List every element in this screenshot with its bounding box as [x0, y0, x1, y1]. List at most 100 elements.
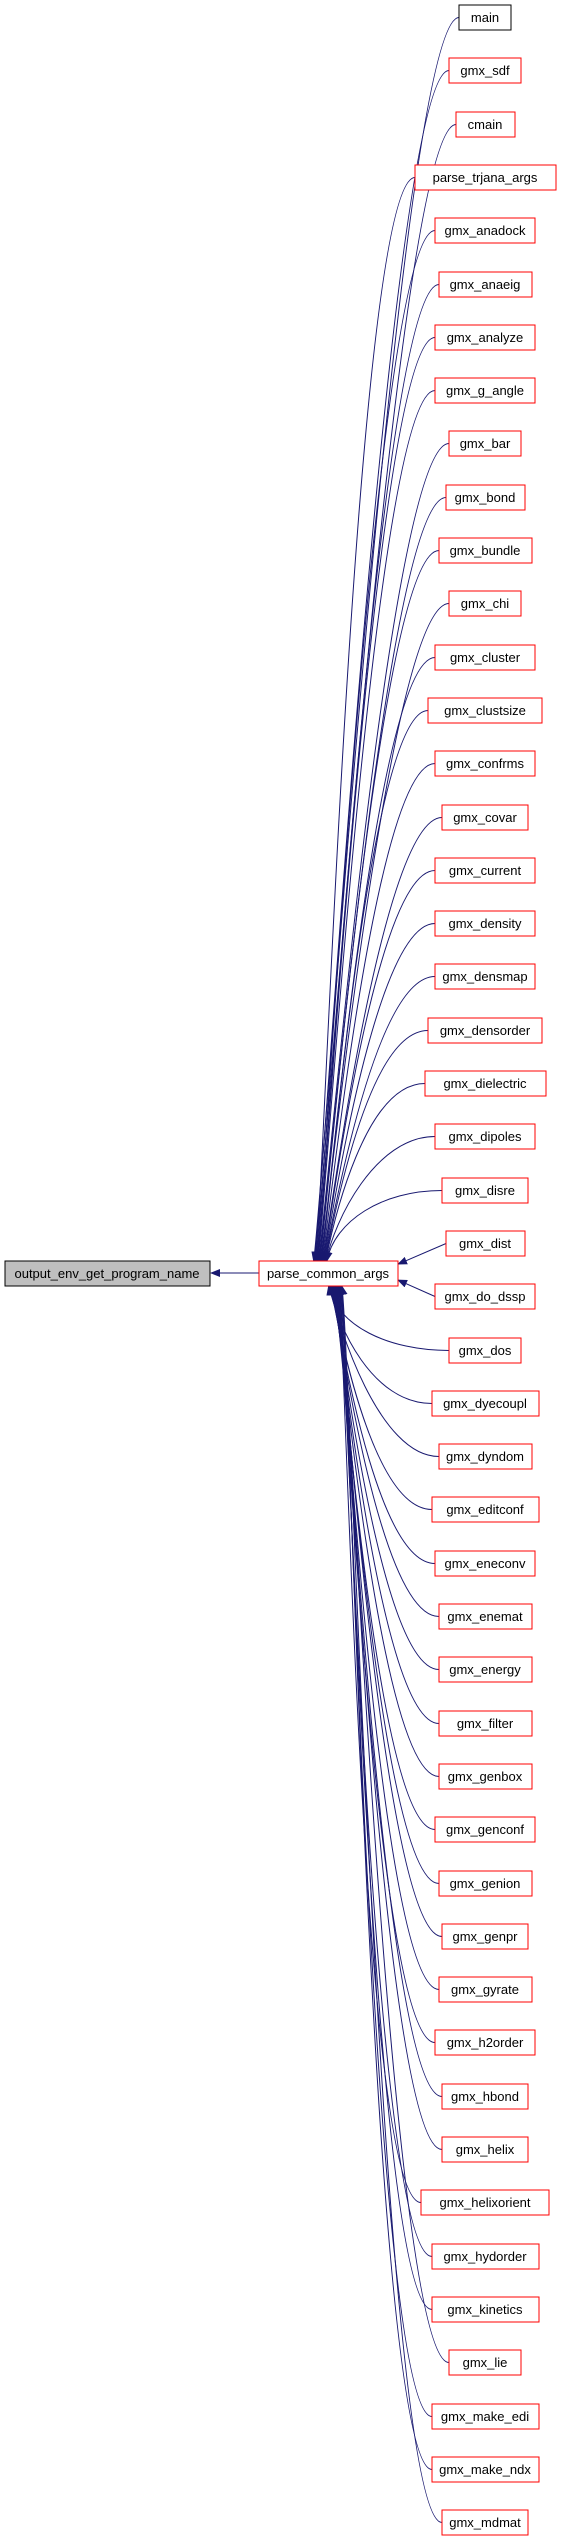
caller-node[interactable]: gmx_kinetics [431, 2296, 540, 2323]
caller-node-label: gmx_lie [463, 2355, 508, 2370]
caller-node-label: gmx_analyze [447, 330, 524, 345]
root-node-label: output_env_get_program_name [14, 1266, 199, 1281]
caller-node-box [448, 2349, 522, 2376]
caller-node[interactable]: gmx_energy [438, 1656, 533, 1683]
caller-node-box [427, 1017, 543, 1044]
caller-node[interactable]: gmx_dist [445, 1230, 526, 1257]
caller-node[interactable]: gmx_dyndom [438, 1443, 533, 1470]
caller-node[interactable]: parse_trjana_args [414, 164, 557, 191]
caller-node-box [420, 2189, 550, 2216]
caller-node[interactable]: gmx_hbond [441, 2083, 529, 2110]
caller-node-label: gmx_anadock [445, 223, 526, 238]
caller-node[interactable]: gmx_eneconv [434, 1550, 536, 1577]
caller-node[interactable]: gmx_sdf [448, 57, 522, 84]
caller-node[interactable]: gmx_mdmat [441, 2509, 529, 2536]
call-edge [337, 1285, 433, 2310]
caller-node-label: gmx_enemat [447, 1609, 523, 1624]
caller-node-label: gmx_helixorient [439, 2195, 530, 2210]
caller-node-label: gmx_genconf [446, 1822, 524, 1837]
caller-node[interactable]: cmain [455, 111, 516, 138]
caller-node[interactable]: gmx_genbox [438, 1763, 533, 1790]
caller-node-label: gmx_bond [455, 490, 516, 505]
caller-node[interactable]: gmx_gyrate [438, 1976, 533, 2003]
caller-node[interactable]: gmx_make_edi [431, 2403, 540, 2430]
caller-node-box [438, 1710, 533, 1737]
caller-node-label: gmx_genion [450, 1876, 521, 1891]
caller-node[interactable]: gmx_hydorder [431, 2243, 540, 2270]
call-edge [333, 1285, 443, 1937]
caller-node-label: main [471, 10, 499, 25]
caller-node-box [431, 1390, 540, 1417]
caller-node[interactable]: gmx_bar [448, 430, 522, 457]
caller-node[interactable]: gmx_disre [441, 1177, 529, 1204]
caller-node-box [424, 1070, 547, 1097]
caller-node[interactable]: gmx_do_dssp [434, 1283, 536, 1310]
caller-node[interactable]: gmx_bundle [438, 537, 533, 564]
call-edges [210, 17, 460, 2523]
call-edge [339, 1285, 443, 2523]
caller-node[interactable]: gmx_clustsize [427, 697, 543, 724]
caller-node[interactable]: gmx_enemat [438, 1603, 533, 1630]
caller-node[interactable]: gmx_anadock [434, 217, 536, 244]
caller-node-label: gmx_make_ndx [439, 2462, 531, 2477]
caller-node-box [438, 1603, 533, 1630]
caller-node[interactable]: gmx_anaeig [438, 271, 533, 298]
caller-node[interactable]: gmx_genconf [434, 1816, 536, 1843]
caller-node[interactable]: gmx_densmap [434, 963, 536, 990]
caller-node[interactable]: gmx_covar [441, 804, 529, 831]
caller-node-label: gmx_eneconv [445, 1556, 526, 1571]
caller-node-box [434, 910, 536, 937]
caller-node[interactable]: gmx_genpr [441, 1923, 529, 1950]
call-edge [319, 710, 429, 1262]
caller-node[interactable]: gmx_current [434, 857, 536, 884]
caller-node-box [441, 1177, 529, 1204]
caller-node[interactable]: gmx_editconf [431, 1496, 540, 1523]
caller-node-box [438, 271, 533, 298]
hub-node[interactable]: parse_common_args [258, 1260, 399, 1287]
call-edge [315, 337, 436, 1262]
caller-node-label: gmx_make_edi [441, 2409, 529, 2424]
caller-node[interactable]: main [458, 4, 512, 31]
caller-node-box [438, 1656, 533, 1683]
caller-node[interactable]: gmx_confrms [434, 750, 536, 777]
call-edge [397, 1279, 436, 1297]
caller-node-box [448, 430, 522, 457]
caller-node[interactable]: gmx_dielectric [424, 1070, 547, 1097]
caller-node[interactable]: gmx_dipoles [434, 1123, 536, 1150]
caller-node[interactable]: gmx_lie [448, 2349, 522, 2376]
caller-node[interactable]: gmx_dos [448, 1337, 522, 1364]
caller-node[interactable]: gmx_g_angle [434, 377, 536, 404]
caller-node[interactable]: gmx_cluster [434, 644, 536, 671]
caller-node[interactable]: gmx_bond [445, 484, 526, 511]
root-node[interactable]: output_env_get_program_name [4, 1260, 211, 1287]
caller-node[interactable]: gmx_h2order [434, 2029, 536, 2056]
caller-node-box [434, 377, 536, 404]
caller-node[interactable]: gmx_densorder [427, 1017, 543, 1044]
caller-node[interactable]: gmx_filter [438, 1710, 533, 1737]
call-edge [323, 1083, 426, 1262]
call-edge [330, 1285, 440, 1670]
caller-node[interactable]: gmx_helixorient [420, 2189, 550, 2216]
caller-node[interactable]: gmx_helix [441, 2136, 529, 2163]
caller-node[interactable]: gmx_chi [448, 590, 522, 617]
caller-node-label: gmx_gyrate [451, 1982, 519, 1997]
hub-node-box [258, 1260, 399, 1287]
call-edge [317, 550, 440, 1262]
caller-node[interactable]: gmx_make_ndx [431, 2456, 540, 2483]
caller-node-label: gmx_dos [459, 1343, 512, 1358]
caller-node-box [434, 644, 536, 671]
caller-node-label: gmx_hbond [451, 2089, 519, 2104]
caller-node-label: gmx_densmap [442, 969, 527, 984]
call-edge [315, 390, 436, 1262]
caller-node[interactable]: gmx_genion [438, 1870, 533, 1897]
caller-node[interactable]: gmx_density [434, 910, 536, 937]
caller-node-label: gmx_sdf [460, 63, 510, 78]
caller-node-box [434, 857, 536, 884]
caller-node[interactable]: gmx_dyecoupl [431, 1390, 540, 1417]
caller-node-label: gmx_clustsize [444, 703, 526, 718]
caller-node-label: gmx_dist [459, 1236, 511, 1251]
caller-node[interactable]: gmx_analyze [434, 324, 536, 351]
caller-node-label: gmx_bar [460, 436, 511, 451]
